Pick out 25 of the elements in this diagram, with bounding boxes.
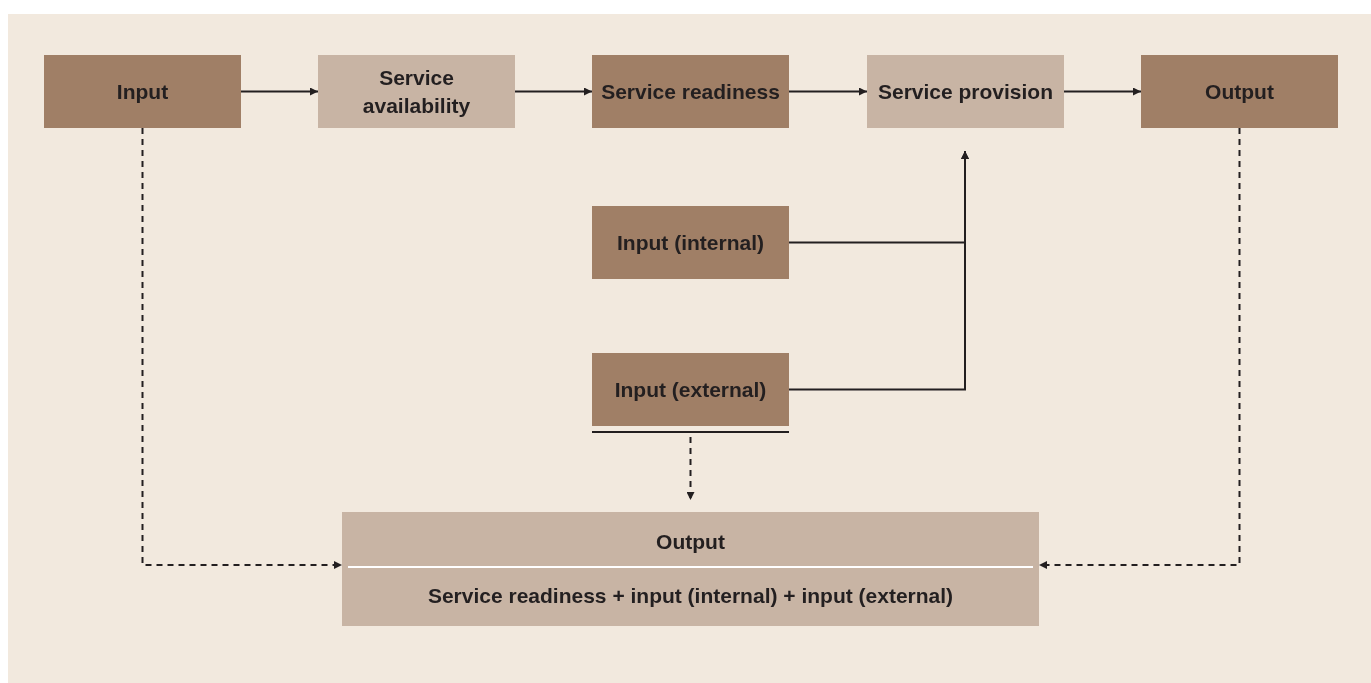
process-box	[592, 206, 789, 279]
process-box	[592, 55, 789, 128]
arrow	[788, 150, 969, 391]
box-label: Service provision	[877, 78, 1054, 105]
arrow	[141, 127, 343, 569]
box-label: Input (internal)	[617, 229, 764, 256]
arrow	[514, 87, 593, 96]
process-box	[44, 55, 241, 128]
arrow	[1038, 127, 1241, 569]
process-box	[342, 512, 1039, 626]
box-label: Input (external)	[614, 376, 767, 403]
process-box	[592, 353, 789, 426]
box-label: Input	[116, 78, 169, 105]
box-label: Service availability	[361, 64, 472, 119]
box-label: Service readiness	[601, 78, 780, 105]
arrow	[240, 87, 319, 96]
process-box	[1141, 55, 1338, 128]
box-label: Output	[656, 529, 725, 555]
arrow	[1063, 87, 1142, 96]
box-formula: Service readiness + input (internal) + input (external)	[427, 583, 954, 609]
process-box	[867, 55, 1064, 128]
arrow	[686, 436, 695, 501]
process-box	[318, 55, 515, 128]
box-label: Output	[1205, 78, 1274, 105]
arrow	[788, 87, 868, 96]
